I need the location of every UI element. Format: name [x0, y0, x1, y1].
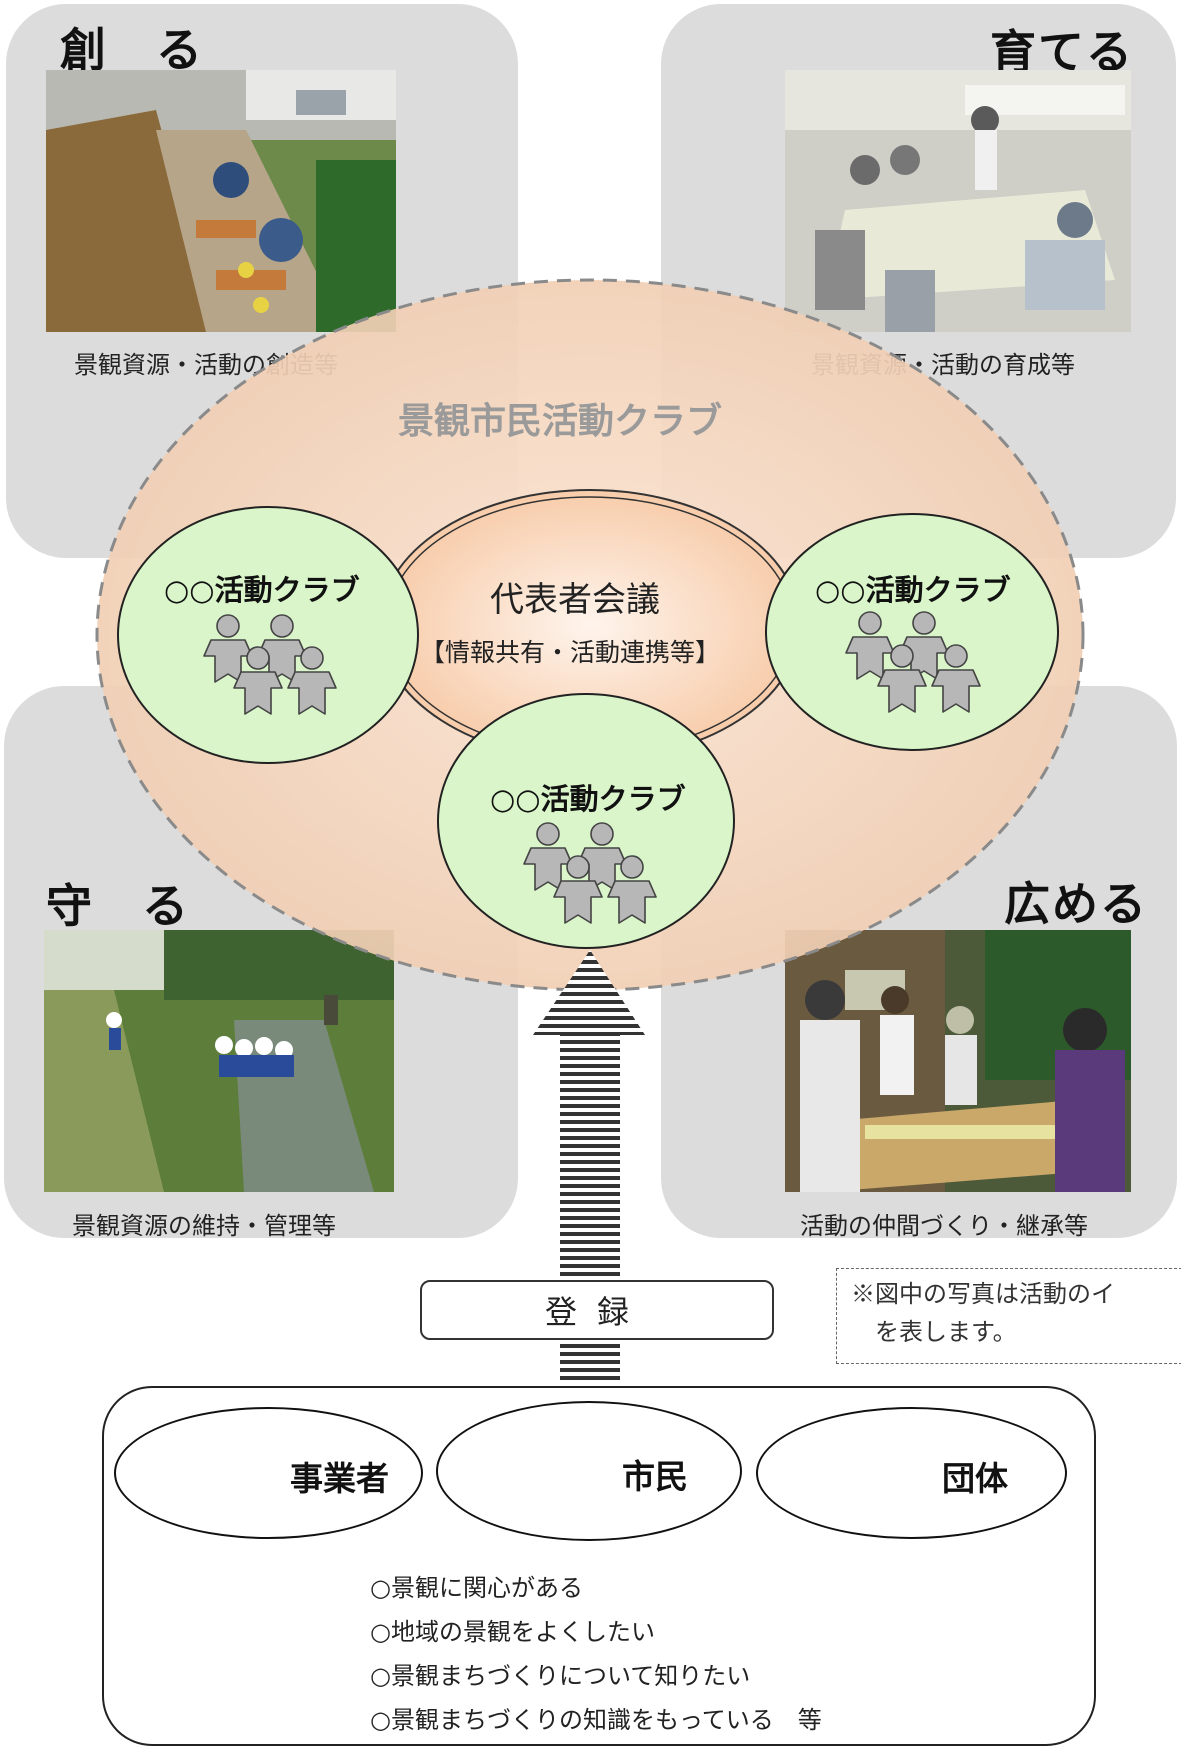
photo-note-line2: を表します。 — [875, 1318, 1017, 1346]
caption-spread: 活動の仲間づくり・継承等 — [800, 1212, 1088, 1240]
caption-protect: 景観資源の維持・管理等 — [72, 1212, 336, 1240]
register-arrow — [533, 950, 645, 1380]
member-oval-group — [756, 1407, 1067, 1539]
club-title: 景観市民活動クラブ — [398, 401, 723, 442]
center-subtitle: 【情報共有・活動連携等】 — [420, 638, 721, 667]
register-label: 登録 — [420, 1280, 774, 1340]
condition-item: ○景観に関心がある — [370, 1574, 583, 1602]
member-label-business: 事業者 — [290, 1459, 389, 1498]
condition-item: ○地域の景観をよくしたい — [370, 1618, 655, 1646]
title-spread: 広める — [1004, 877, 1148, 931]
sub-club-bottom-name: ○○活動クラブ — [490, 782, 686, 816]
member-oval-citizen — [436, 1401, 742, 1541]
photo-river-cleanup — [44, 930, 394, 1192]
title-create: 創 る — [60, 23, 204, 77]
sub-club-left — [117, 506, 419, 764]
sub-club-right — [765, 513, 1059, 751]
condition-item: ○景観まちづくりについて知りたい — [370, 1662, 751, 1690]
sub-club-left-name: ○○活動クラブ — [164, 573, 360, 607]
member-label-group: 団体 — [942, 1459, 1008, 1498]
photo-gardening — [46, 70, 396, 332]
member-oval-business — [114, 1407, 423, 1539]
sub-club-right-name: ○○活動クラブ — [815, 573, 1011, 607]
center-title: 代表者会議 — [490, 580, 660, 620]
member-label-citizen: 市民 — [622, 1457, 688, 1496]
photo-note-line1: ※図中の写真は活動のイ — [851, 1280, 1115, 1308]
title-protect: 守 る — [46, 879, 190, 933]
sub-club-bottom — [437, 693, 735, 949]
condition-item: ○景観まちづくりの知識をもっている 等 — [370, 1706, 822, 1734]
photo-note: ※図中の写真は活動のイ を表します。 — [836, 1268, 1181, 1364]
photo-exhibition — [785, 930, 1131, 1192]
photo-meeting — [785, 70, 1131, 332]
